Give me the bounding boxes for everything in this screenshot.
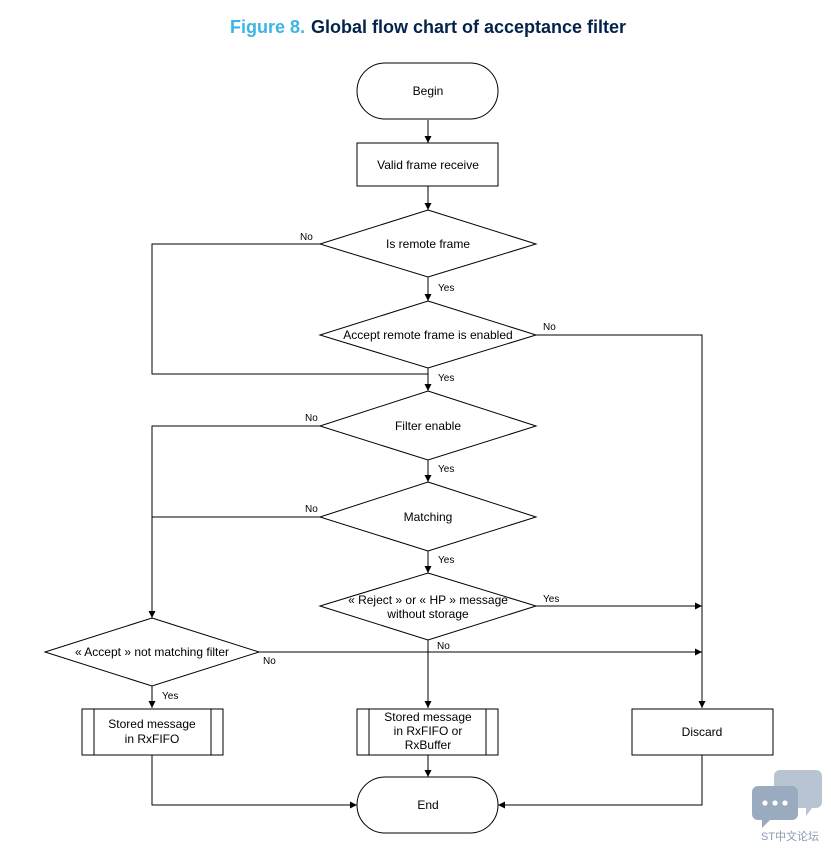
node-begin: Begin [356,62,499,120]
watermark: ST中文论坛 [752,770,822,843]
label-no-isremote: No [300,232,313,243]
filter-enable-label: Filter enable [395,419,461,433]
is-remote-label: Is remote frame [386,237,470,251]
end-label: End [417,798,438,812]
process-shape [356,142,499,187]
discard-label: Discard [682,725,723,739]
reject-hp-label-line1: « Reject » or « HP » message [348,593,508,607]
figure-caption: Global flow chart of acceptance filter [311,17,626,37]
node-matching: Matching [318,481,538,552]
edge-isremote-no [151,243,428,375]
decision-shape [318,572,538,641]
stored-rxbuffer-line3: RxBuffer [405,738,451,752]
node-reject-hp: « Reject » or « HP » message without sto… [318,572,538,641]
node-stored-rxfifo: Stored message in RxFIFO [81,708,224,756]
chat-bubbles-icon [752,770,822,828]
decision-shape [318,390,538,461]
reject-hp-label-line2: without storage [386,607,469,621]
label-yes-reject: Yes [543,594,559,605]
process-shape [631,708,774,756]
predefined-process-shape [356,708,499,756]
edge-labels: No Yes No Yes No Yes No Yes Yes No No Ye… [162,232,559,702]
stored-rxbuffer-line1: Stored message [384,710,472,724]
predefined-process-shape [81,708,224,756]
edge-discard-end [498,755,703,809]
decision-shape [318,209,538,278]
label-yes-isremote: Yes [438,283,454,294]
decision-shape [318,300,538,369]
stored-rxbuffer-line2: in RxFIFO or [394,724,463,738]
node-valid-frame: Valid frame receive [356,142,499,187]
terminator-shape [356,62,499,120]
label-yes-filter: Yes [438,464,454,475]
accept-not-matching-label: « Accept » not matching filter [75,645,229,659]
label-yes-accept-not-matching: Yes [162,691,178,702]
node-accept-remote: Accept remote frame is enabled [318,300,538,369]
matching-label: Matching [404,510,453,524]
edges [148,120,706,809]
decision-shape [318,481,538,552]
accept-remote-label: Accept remote frame is enabled [343,328,512,342]
node-discard: Discard [631,708,774,756]
figure-title: Figure 8. Global flow chart of acceptance… [230,17,626,37]
stored-rxfifo-line2: in RxFIFO [125,732,180,746]
label-yes-accept: Yes [438,373,454,384]
node-filter-enable: Filter enable [318,390,538,461]
edge-filter-no [148,425,320,618]
label-no-reject: No [437,641,450,652]
edge-accept-no-discard [536,334,706,708]
begin-label: Begin [413,84,444,98]
label-no-filter: No [305,413,318,424]
node-end: End [356,776,499,834]
watermark-text: ST中文论坛 [761,829,819,843]
figure-number: Figure 8. [230,17,305,37]
node-stored-rxbuffer: Stored message in RxFIFO or RxBuffer [356,708,499,756]
node-is-remote-frame: Is remote frame [318,209,538,278]
label-yes-matching: Yes [438,555,454,566]
label-no-accept: No [543,322,556,333]
node-accept-not-matching: « Accept » not matching filter [43,617,261,687]
valid-frame-label: Valid frame receive [377,158,479,172]
label-no-accept-not-matching: No [263,656,276,667]
decision-shape [43,617,261,687]
edge-rxfifo-end [151,755,357,809]
terminator-shape [356,776,499,834]
stored-rxfifo-line1: Stored message [108,717,196,731]
label-no-matching: No [305,504,318,515]
